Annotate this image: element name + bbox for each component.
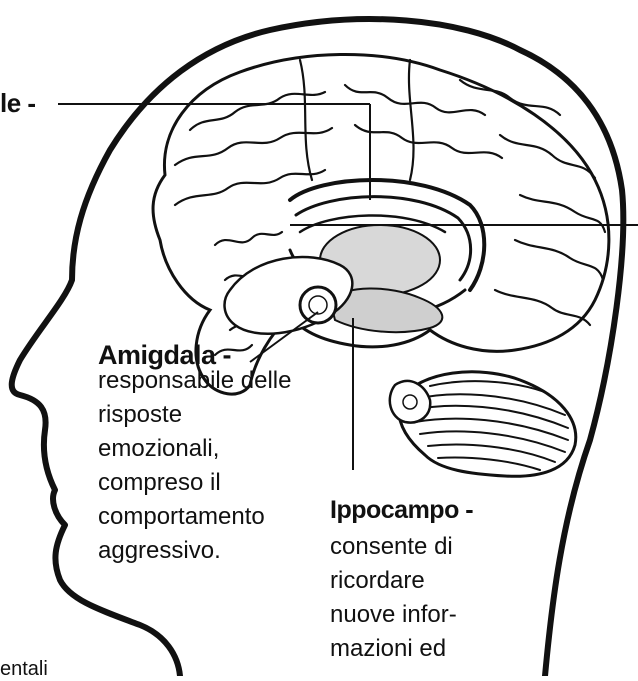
hippocampus-desc-line: mazioni ed: [330, 632, 457, 666]
amygdala-desc-line: comportamento: [98, 500, 291, 534]
hippocampus-description: consente di ricordare nuove infor- mazio…: [330, 530, 457, 666]
hippocampus-desc-line: consente di: [330, 530, 457, 564]
amygdala-desc-line: compreso il: [98, 466, 291, 500]
amygdala: [300, 287, 336, 323]
cerebellum: [390, 372, 576, 476]
hippocampus-desc-line: ricordare: [330, 564, 457, 598]
amygdala-desc-line: aggressivo.: [98, 534, 291, 568]
hippocampus-title: Ippocampo -: [330, 496, 473, 525]
top-structure-label: le -: [0, 88, 36, 119]
amygdala-desc-line: risposte: [98, 398, 291, 432]
bottom-left-fragment: entali: [0, 658, 48, 681]
amygdala-desc-line: responsabile delle: [98, 364, 291, 398]
hippocampus-desc-line: nuove infor-: [330, 598, 457, 632]
amygdala-desc-line: emozionali,: [98, 432, 291, 466]
amygdala-description: responsabile delle risposte emozionali, …: [98, 364, 291, 568]
